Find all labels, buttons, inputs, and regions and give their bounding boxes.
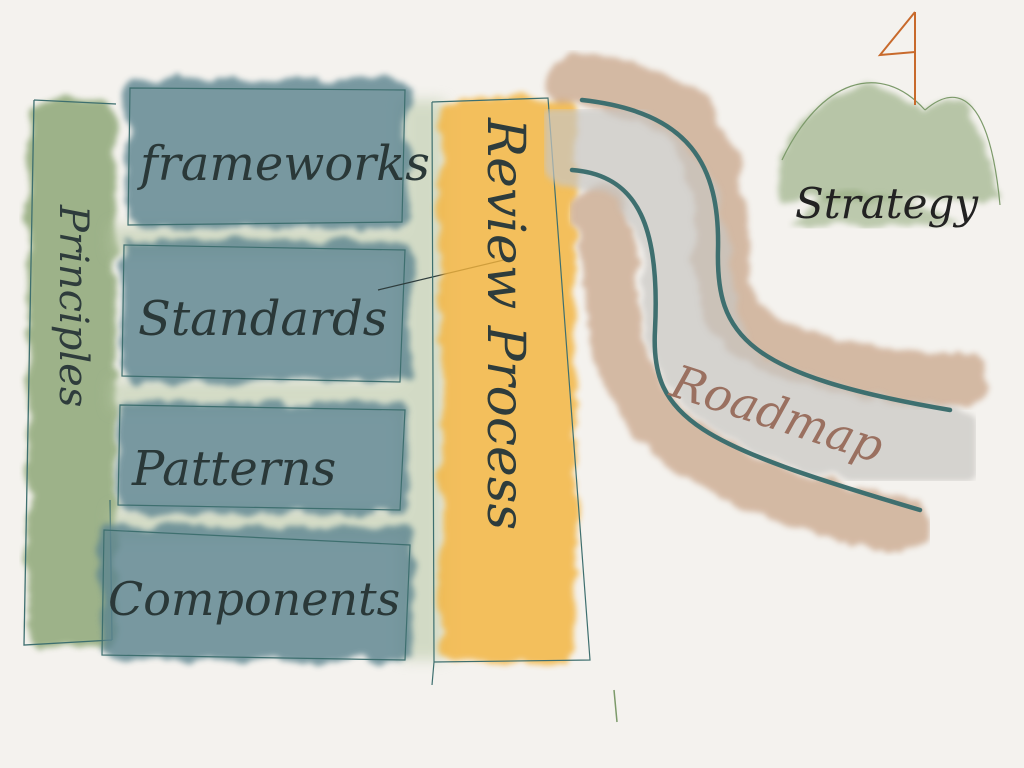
strategy-label: Strategy xyxy=(795,179,979,228)
frameworks-box: frameworks xyxy=(127,80,430,228)
standards-label: Standards xyxy=(138,291,387,347)
roadmap-surface xyxy=(535,95,985,495)
patterns-wash xyxy=(118,402,410,514)
patterns-outline xyxy=(117,404,406,511)
mountain-icon xyxy=(924,96,1001,206)
frameworks-label: frameworks xyxy=(137,136,430,192)
review-process-outline xyxy=(431,97,591,686)
review-process-label: Review Process xyxy=(475,117,535,530)
standards-outline xyxy=(121,244,406,383)
review-process-pillar: Review Process xyxy=(431,97,591,686)
components-outline xyxy=(101,529,411,661)
components-wash xyxy=(102,525,412,660)
frameworks-wash xyxy=(128,80,408,228)
mountain-icon xyxy=(780,87,1000,200)
principles-label: Principles xyxy=(50,204,96,407)
frameworks-outline xyxy=(127,87,406,226)
roadmap-edge xyxy=(579,97,953,413)
principles-pillar: Principles xyxy=(23,99,117,648)
patterns-label: Patterns xyxy=(131,441,336,497)
patterns-box: Patterns xyxy=(117,402,410,514)
roadmap-road: Roadmap xyxy=(535,52,988,553)
principles-wash xyxy=(28,100,116,648)
stray-mark xyxy=(613,689,618,723)
review-process-wash xyxy=(440,98,575,663)
roadmap-edge xyxy=(569,167,923,513)
strategy-mountains: Strategy xyxy=(780,11,1001,228)
standards-wash xyxy=(122,240,412,382)
mountain-icon xyxy=(790,191,960,225)
components-box: Components xyxy=(101,525,412,661)
components-label: Components xyxy=(108,572,400,626)
roadmap-verge xyxy=(572,182,928,553)
flag-icon xyxy=(877,11,916,105)
standards-box: Standards xyxy=(121,240,513,383)
mountain-icon xyxy=(781,82,926,161)
